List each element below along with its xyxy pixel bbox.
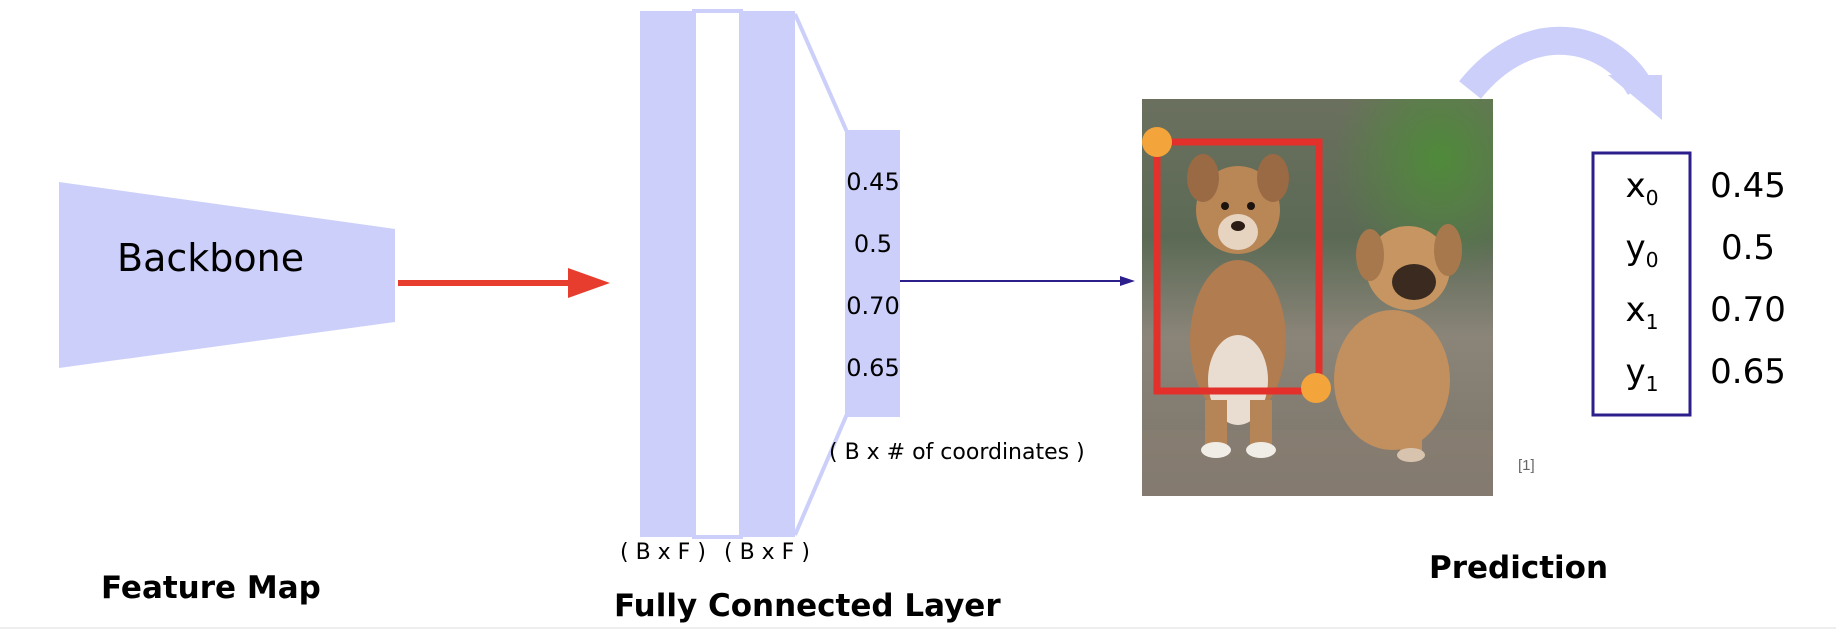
curved-arrow-head	[1608, 75, 1662, 120]
prediction-box	[1591, 151, 1692, 417]
feature-map-label: Feature Map	[101, 570, 321, 606]
coord-sub: 0	[1645, 247, 1659, 272]
fc-connector-bottom	[793, 413, 849, 536]
fc-layer-gap	[692, 9, 743, 539]
bounding-box	[1153, 138, 1323, 395]
backbone-label: Backbone	[117, 236, 305, 280]
red-arrow-head	[568, 268, 610, 298]
coord-value: 0.45	[1710, 166, 1786, 206]
coord-row: x1 0.70	[0, 290, 1836, 336]
corner-top-left	[1142, 127, 1172, 157]
coord-var: y	[1625, 352, 1646, 392]
coord-var: y	[1625, 228, 1646, 268]
backbone-shape	[59, 182, 395, 368]
fc-layer-1	[640, 11, 694, 537]
coord-value: 0.5	[1720, 228, 1776, 268]
coord-row: y0 0.5	[0, 228, 1836, 274]
curved-arrow	[1459, 26, 1653, 100]
coord-value: 0.70	[1710, 290, 1786, 330]
coord-row: y1 0.65	[0, 352, 1836, 398]
dog-photo	[1142, 99, 1493, 496]
coord-sub: 0	[1645, 185, 1659, 210]
fc-output-dim: ( B x # of coordinates )	[829, 440, 1085, 465]
fc-layer-2	[741, 11, 795, 537]
fc-layer-2-dim: ( B x F )	[724, 540, 810, 565]
fc-connector-top	[793, 13, 849, 133]
fc-output-layer	[845, 130, 900, 417]
corner-bottom-right	[1301, 373, 1331, 403]
coord-value: 0.65	[1710, 352, 1786, 392]
citation: [1]	[1518, 457, 1535, 474]
bottom-divider	[0, 627, 1836, 629]
fc-output-value: 0.70	[846, 292, 900, 320]
coord-sub: 1	[1645, 371, 1659, 396]
prediction-label: Prediction	[1429, 550, 1609, 586]
fc-output-value: 0.45	[846, 168, 900, 196]
fc-output-value: 0.5	[853, 230, 893, 258]
coord-var: x	[1625, 166, 1646, 206]
fc-output-value: 0.65	[846, 354, 900, 382]
coord-sub: 1	[1645, 309, 1659, 334]
coord-row: x0 0.45	[0, 166, 1836, 212]
fully-connected-label: Fully Connected Layer	[614, 588, 1001, 624]
fc-layer-1-dim: ( B x F )	[620, 540, 706, 565]
navy-arrow-head	[1120, 276, 1135, 286]
coord-var: x	[1625, 290, 1646, 330]
